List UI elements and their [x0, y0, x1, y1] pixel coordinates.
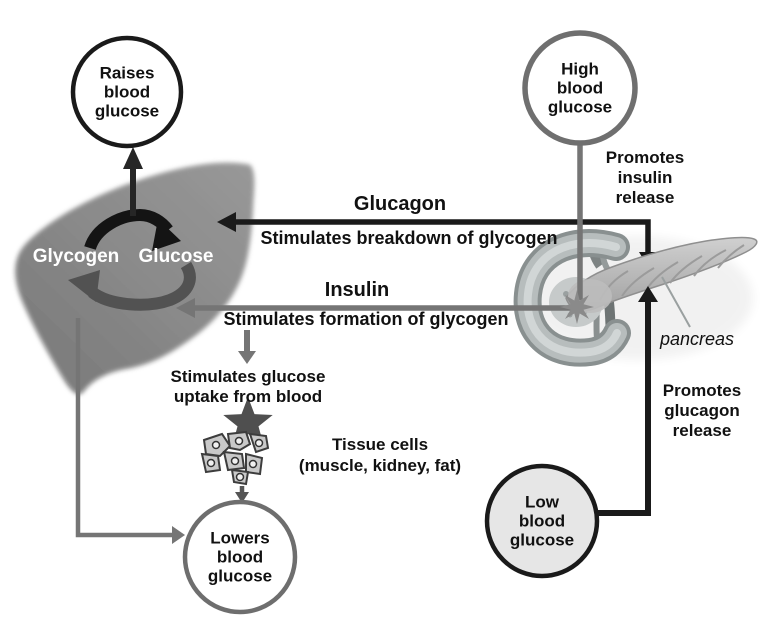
lowers-node-label: Lowers blood glucose — [208, 529, 272, 586]
raises-node-label: Raises blood glucose — [95, 64, 159, 121]
glucagon-arrowhead — [217, 212, 236, 232]
raises-line-2: blood — [103, 82, 151, 102]
glucagon-release-arrowhead — [638, 286, 658, 302]
promotes-insulin-line-1: Promotes — [605, 148, 685, 167]
lowers-node-circle — [182, 499, 298, 615]
insulin-to-uptake-arrow — [238, 330, 256, 364]
uptake-line-1: Stimulates glucose — [170, 367, 326, 386]
promotes-insulin-line-3: release — [615, 188, 675, 207]
tissue-cells-illustration — [200, 430, 270, 486]
promotes-glucagon-label: Promotes glucagon release — [663, 381, 741, 441]
low-node-label: Low blood glucose — [510, 493, 574, 550]
liver-to-lowers-line — [75, 318, 185, 544]
pancreas-label: pancreas — [659, 329, 735, 349]
glucagon-label: Glucagon — [353, 193, 447, 215]
raises-line-3: glucose — [94, 101, 160, 121]
raises-line-1: Raises — [99, 63, 155, 83]
promotes-insulin-label: Promotes insulin release — [606, 148, 684, 208]
uptake-star-icon — [223, 397, 273, 444]
cells-to-lowers-arrow — [235, 486, 249, 503]
insulin-action-label: Stimulates formation of glycogen — [223, 309, 509, 329]
insulin-arrowhead — [176, 298, 195, 318]
high-line-1: High — [561, 59, 599, 79]
pancreas-leader-line — [661, 276, 691, 328]
promotes-insulin-line-2: insulin — [617, 168, 673, 187]
uptake-line-2: uptake from blood — [173, 387, 323, 406]
high-line-2: blood — [556, 78, 604, 98]
low-node-circle — [484, 463, 600, 579]
lowers-line-2: blood — [216, 547, 264, 567]
lowers-line-3: glucose — [207, 566, 273, 586]
tissue-cells-label: Tissue cells (muscle, kidney, fat) — [299, 434, 461, 476]
duodenum-shape — [513, 229, 631, 367]
lowers-line-1: Lowers — [210, 528, 270, 548]
high-node-circle — [522, 30, 638, 146]
low-line-2: blood — [518, 511, 566, 531]
pancreas-body — [565, 236, 758, 313]
raises-node-circle — [70, 35, 184, 149]
glycogen-glucose-cycle-arrows — [68, 208, 196, 311]
low-to-pancreas-arrow — [597, 286, 658, 516]
liver-shading — [15, 162, 255, 395]
insulin-arrow — [176, 298, 574, 318]
insulin-label: Insulin — [324, 279, 390, 301]
cycle-arrow-top-head — [152, 219, 181, 251]
high-line-3: glucose — [547, 97, 613, 117]
cycle-arrow-bottom — [88, 261, 196, 311]
glucagon-action-label: Stimulates breakdown of glycogen — [260, 228, 558, 248]
tissue-line-1: Tissue cells — [331, 435, 429, 454]
cell-nuclei — [206, 436, 264, 482]
liver-to-raises-arrow — [123, 147, 143, 216]
glucose-label: Glucose — [138, 246, 214, 267]
high-node-label: High blood glucose — [548, 60, 612, 117]
uptake-label: Stimulates glucose uptake from blood — [171, 367, 326, 407]
promotes-glucagon-line-3: release — [672, 421, 732, 440]
glycogen-label: Glycogen — [32, 246, 120, 267]
low-line-1: Low — [525, 492, 559, 512]
liver-illustration — [15, 162, 255, 395]
promotes-glucagon-line-1: Promotes — [662, 381, 742, 400]
secretion-star-icon — [560, 290, 594, 324]
promotes-glucagon-line-2: glucagon — [664, 401, 740, 420]
low-line-3: glucose — [509, 530, 575, 550]
tissue-line-2: (muscle, kidney, fat) — [298, 456, 462, 475]
cycle-arrow-bottom-head — [68, 270, 100, 302]
